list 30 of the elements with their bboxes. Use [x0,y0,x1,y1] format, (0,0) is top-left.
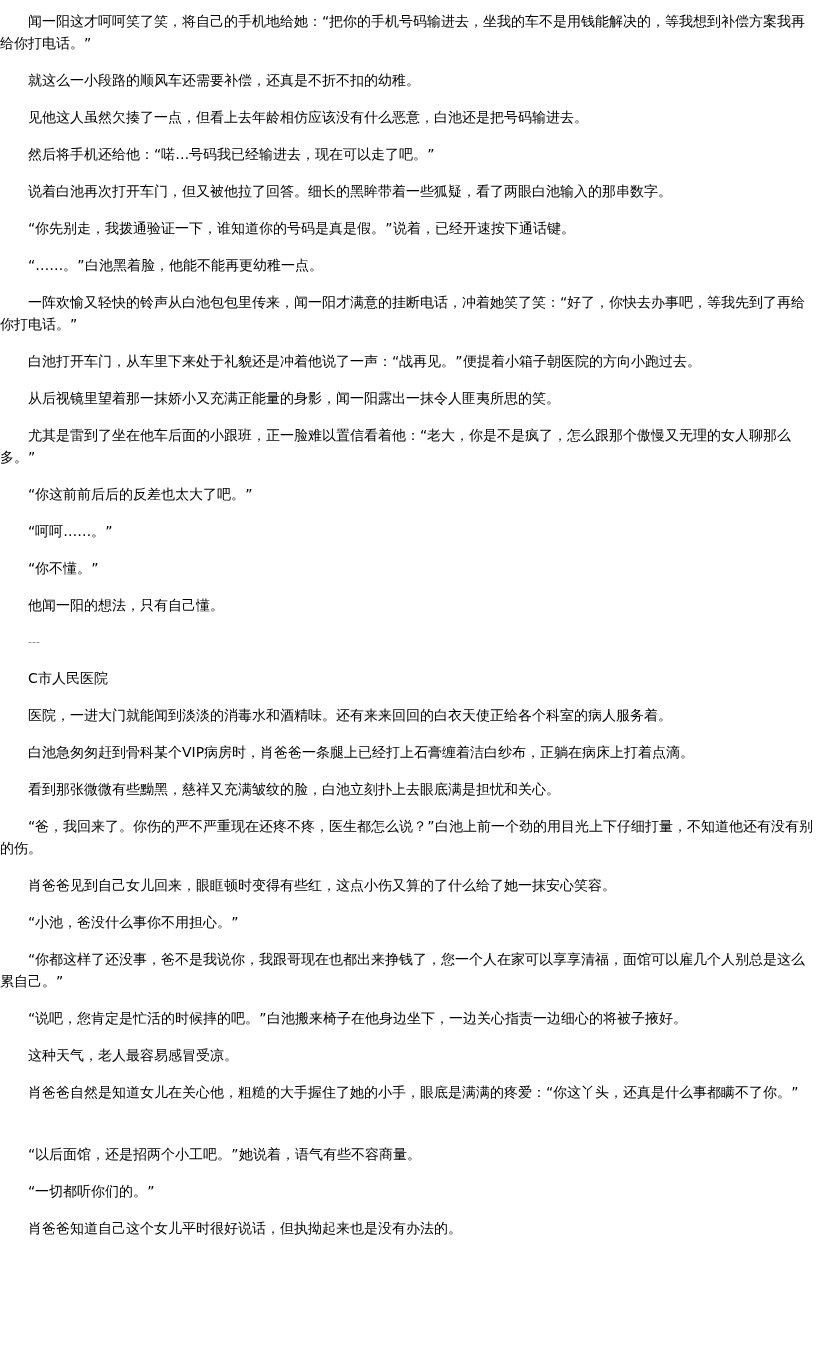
paragraph: 然后将手机还给他：“喏…号码我已经输进去，现在可以走了吧。” [27,145,436,164]
paragraph: 白池打开车门，从车里下来处于礼貌还是冲着他说了一声：“战再见。”便提着小箱子朝医院的方向小跑过去。 [27,352,702,371]
section-heading: C市人民医院 [27,669,109,688]
paragraph: 从后视镜里望着那一抹娇小又充满正能量的身影，闻一阳露出一抹令人匪夷所思的笑。 [27,389,561,408]
paragraph: “说吧，您肯定是忙活的时候摔的吧。”白池搬来椅子在他身边坐下，一边关心指责一边细心的将被子掖好。 [27,1009,688,1028]
paragraph: 肖爸爸见到自己女儿回来，眼眶顿时变得有些红，这点小伤又算的了什么给了她一抹安心笑容。 [27,876,617,895]
paragraph: “小池，爸没什么事你不用担心。” [27,913,240,932]
paragraph: 医院，一进大门就能闻到淡淡的消毒水和酒精味。还有来来回回的白衣天使正给各个科室的病人服务着。 [27,706,673,725]
paragraph: “……。”白池黑着脸，他能不能再更幼稚一点。 [27,256,324,275]
paragraph: 尤其是雷到了坐在他车后面的小跟班，正一脸难以置信看着他：“老大，你是不是疯了，怎么跟那个傲慢又无理的女人聊那么多。” [0,426,793,467]
paragraph: “一切都听你们的。” [27,1182,156,1201]
paragraph: 看到那张微微有些黝黑，慈祥又充满皱纹的脸，白池立刻扑上去眼底满是担忧和关心。 [27,780,561,799]
paragraph: “你先别走，我拨通验证一下，谁知道你的号码是真是假。”说着，已经开速按下通话键。 [27,219,576,238]
paragraph: “以后面馆，还是招两个小工吧。”她说着，语气有些不容商量。 [27,1145,422,1164]
paragraph: “你都这样了还没事，爸不是我说你，我跟哥现在也都出来挣钱了，您一个人在家可以享享清福，面馆可以雇几个人别总是这么累自己。” [0,950,807,991]
paragraph: 这种天气，老人最容易感冒受凉。 [27,1046,239,1065]
paragraph: “你这前前后后的反差也太大了吧。” [27,485,254,504]
paragraph: 白池急匆匆赶到骨科某个VIP病房时，肖爸爸一条腿上已经打上石膏缠着洁白纱布，正躺在病床上打着点滴。 [27,743,696,762]
paragraph: 肖爸爸知道自己这个女儿平时很好说话，但执拗起来也是没有办法的。 [27,1219,463,1238]
paragraph: 一阵欢愉又轻快的铃声从白池包包里传来，闻一阳才满意的挂断电话，冲着她笑了笑：“好了，你快去办事吧，等我先到了再给你打电话。” [0,293,807,334]
paragraph: 就这么一小段路的顺风车还需要补偿，还真是不折不扣的幼稚。 [27,71,421,90]
separator-text: --- [27,634,41,650]
paragraph: 肖爸爸自然是知道女儿在关心他，粗糙的大手握住了她的小手，眼底是满满的疼爱：“你这丫头，还真是什么事都瞒不了你。” [27,1083,800,1102]
paragraph: “爸，我回来了。你伤的严不严重现在还疼不疼，医生都怎么说？”白池上前一个劲的用目光上下仔细打量，不知道他还有没有别的伤。 [0,817,814,858]
paragraph: 他闻一阳的想法，只有自己懂。 [27,596,225,615]
paragraph: 闻一阳这才呵呵笑了笑，将自己的手机地给她：“把你的手机号码输进去，坐我的车不是用钱能解决的，等我想到补偿方案我再给你打电话。” [0,12,807,53]
paragraph: “你不懂。” [27,559,100,578]
paragraph: 见他这人虽然欠揍了一点，但看上去年龄相仿应该没有什么恶意，白池还是把号码输进去。 [27,108,589,127]
paragraph: “呵呵……。” [27,522,114,541]
paragraph: 说着白池再次打开车门，但又被他拉了回答。细长的黑眸带着一些狐疑，看了两眼白池输入的那串数字。 [27,182,673,201]
